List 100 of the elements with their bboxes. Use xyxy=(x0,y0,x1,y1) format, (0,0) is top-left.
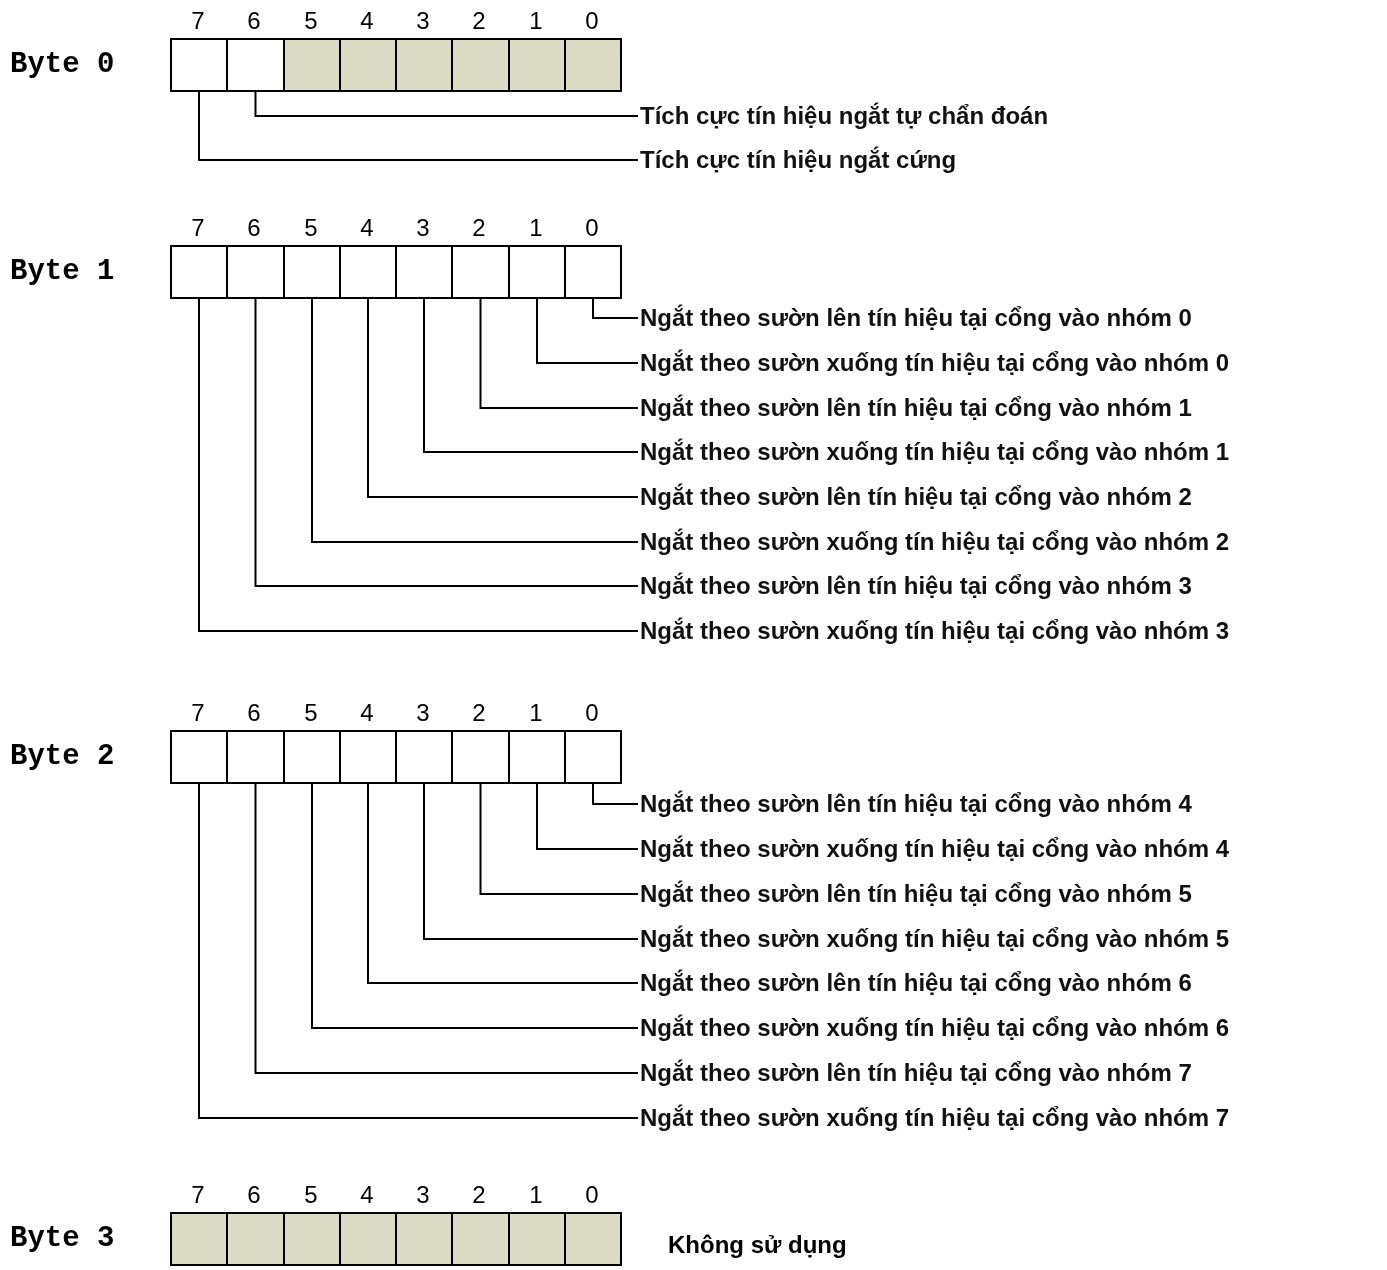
leader-line xyxy=(254,298,639,587)
leader-line xyxy=(536,298,639,364)
bit-cell xyxy=(564,38,622,92)
bit-cell xyxy=(564,730,622,784)
bit-number: 5 xyxy=(303,7,319,35)
bit-cell xyxy=(395,38,453,92)
leader-line xyxy=(536,783,639,850)
bit-cell xyxy=(339,730,397,784)
leader-line xyxy=(423,783,639,940)
bit-number: 6 xyxy=(246,7,262,35)
bit-cell xyxy=(564,245,622,299)
bit-number: 4 xyxy=(359,1181,375,1209)
bit-description: Ngắt theo sườn lên tín hiệu tại cổng vào nhóm 4 xyxy=(640,788,1192,820)
bit-description: Ngắt theo sườn xuống tín hiệu tại cổng vào nhóm 1 xyxy=(640,436,1230,468)
bit-number: 7 xyxy=(190,7,206,35)
leader-line xyxy=(367,783,639,984)
bit-number: 0 xyxy=(584,699,600,727)
bit-cell xyxy=(226,1212,285,1266)
bit-number: 3 xyxy=(415,1181,431,1209)
leader-line xyxy=(198,298,639,632)
note: Không sử dụng xyxy=(668,1230,847,1260)
bit-description: Ngắt theo sườn lên tín hiệu tại cổng vào nhóm 3 xyxy=(640,570,1192,602)
byte-label: Byte 3 xyxy=(10,1221,115,1257)
bit-cell xyxy=(564,1212,622,1266)
leader-line xyxy=(254,91,639,117)
bit-number: 1 xyxy=(528,214,544,242)
bit-number: 2 xyxy=(471,214,487,242)
leader-line xyxy=(311,783,639,1029)
bit-number: 1 xyxy=(528,1181,544,1209)
bit-description: Tích cực tín hiệu ngắt tự chẩn đoán xyxy=(640,100,1049,132)
bit-cell xyxy=(508,1212,566,1266)
bit-description: Ngắt theo sườn lên tín hiệu tại cổng vào nhóm 0 xyxy=(640,302,1192,334)
bit-description: Ngắt theo sườn xuống tín hiệu tại cổng vào nhóm 7 xyxy=(640,1102,1230,1134)
bit-description: Tích cực tín hiệu ngắt cứng xyxy=(640,144,957,176)
byte-label: Byte 0 xyxy=(10,47,115,83)
bit-number: 2 xyxy=(471,699,487,727)
bit-number: 2 xyxy=(471,7,487,35)
leader-line xyxy=(592,298,639,319)
bit-cell xyxy=(451,245,510,299)
bit-description: Ngắt theo sườn lên tín hiệu tại cổng vào nhóm 6 xyxy=(640,967,1192,999)
bit-number: 7 xyxy=(190,214,206,242)
bit-description: Ngắt theo sườn xuống tín hiệu tại cổng vào nhóm 4 xyxy=(640,833,1230,865)
bit-cell xyxy=(170,730,228,784)
bit-cell xyxy=(508,730,566,784)
bit-number: 3 xyxy=(415,699,431,727)
bit-description: Ngắt theo sườn lên tín hiệu tại cổng vào nhóm 2 xyxy=(640,481,1192,513)
bit-cell xyxy=(170,245,228,299)
leader-line xyxy=(423,298,639,453)
bit-description: Ngắt theo sườn lên tín hiệu tại cổng vào nhóm 1 xyxy=(640,392,1192,424)
leader-line xyxy=(479,298,639,409)
bit-cell xyxy=(508,38,566,92)
bit-cell xyxy=(283,38,341,92)
bit-cell xyxy=(339,245,397,299)
bit-description: Ngắt theo sườn xuống tín hiệu tại cổng vào nhóm 6 xyxy=(640,1012,1230,1044)
bit-number: 6 xyxy=(246,699,262,727)
bit-description: Ngắt theo sườn xuống tín hiệu tại cổng vào nhóm 2 xyxy=(640,526,1230,558)
leader-line xyxy=(592,783,639,805)
bit-number: 4 xyxy=(359,699,375,727)
bit-number: 5 xyxy=(303,1181,319,1209)
bit-number: 0 xyxy=(584,7,600,35)
bit-number: 0 xyxy=(584,1181,600,1209)
bit-description: Ngắt theo sườn lên tín hiệu tại cổng vào nhóm 5 xyxy=(640,878,1192,910)
bit-number: 4 xyxy=(359,7,375,35)
leader-line xyxy=(311,298,639,543)
bit-number: 1 xyxy=(528,699,544,727)
bit-cell xyxy=(395,1212,453,1266)
bit-number: 6 xyxy=(246,214,262,242)
bit-cell xyxy=(339,38,397,92)
leader-line xyxy=(198,783,639,1119)
leader-line xyxy=(479,783,639,895)
bit-number: 7 xyxy=(190,699,206,727)
bit-number: 3 xyxy=(415,214,431,242)
bit-number: 5 xyxy=(303,699,319,727)
bit-number: 5 xyxy=(303,214,319,242)
bit-number: 3 xyxy=(415,7,431,35)
bit-cell xyxy=(226,245,285,299)
leader-line xyxy=(367,298,639,498)
bit-cell xyxy=(283,245,341,299)
bit-number: 4 xyxy=(359,214,375,242)
byte-label: Byte 2 xyxy=(10,739,115,775)
bit-cell xyxy=(395,245,453,299)
bit-number: 2 xyxy=(471,1181,487,1209)
bit-cell xyxy=(451,1212,510,1266)
bit-number: 6 xyxy=(246,1181,262,1209)
bit-description: Ngắt theo sườn xuống tín hiệu tại cổng vào nhóm 3 xyxy=(640,615,1230,647)
bit-cell xyxy=(395,730,453,784)
bit-cell xyxy=(451,730,510,784)
bit-number: 7 xyxy=(190,1181,206,1209)
bit-cell xyxy=(283,730,341,784)
bit-cell xyxy=(226,730,285,784)
bit-cell xyxy=(451,38,510,92)
leader-line xyxy=(254,783,639,1074)
bit-cell xyxy=(508,245,566,299)
bit-description: Ngắt theo sườn xuống tín hiệu tại cổng vào nhóm 0 xyxy=(640,347,1230,379)
bit-number: 0 xyxy=(584,214,600,242)
byte-label: Byte 1 xyxy=(10,254,115,290)
bit-description: Ngắt theo sườn lên tín hiệu tại cổng vào nhóm 7 xyxy=(640,1057,1192,1089)
bit-cell xyxy=(283,1212,341,1266)
bit-cell xyxy=(170,1212,228,1266)
bit-cell xyxy=(170,38,228,92)
